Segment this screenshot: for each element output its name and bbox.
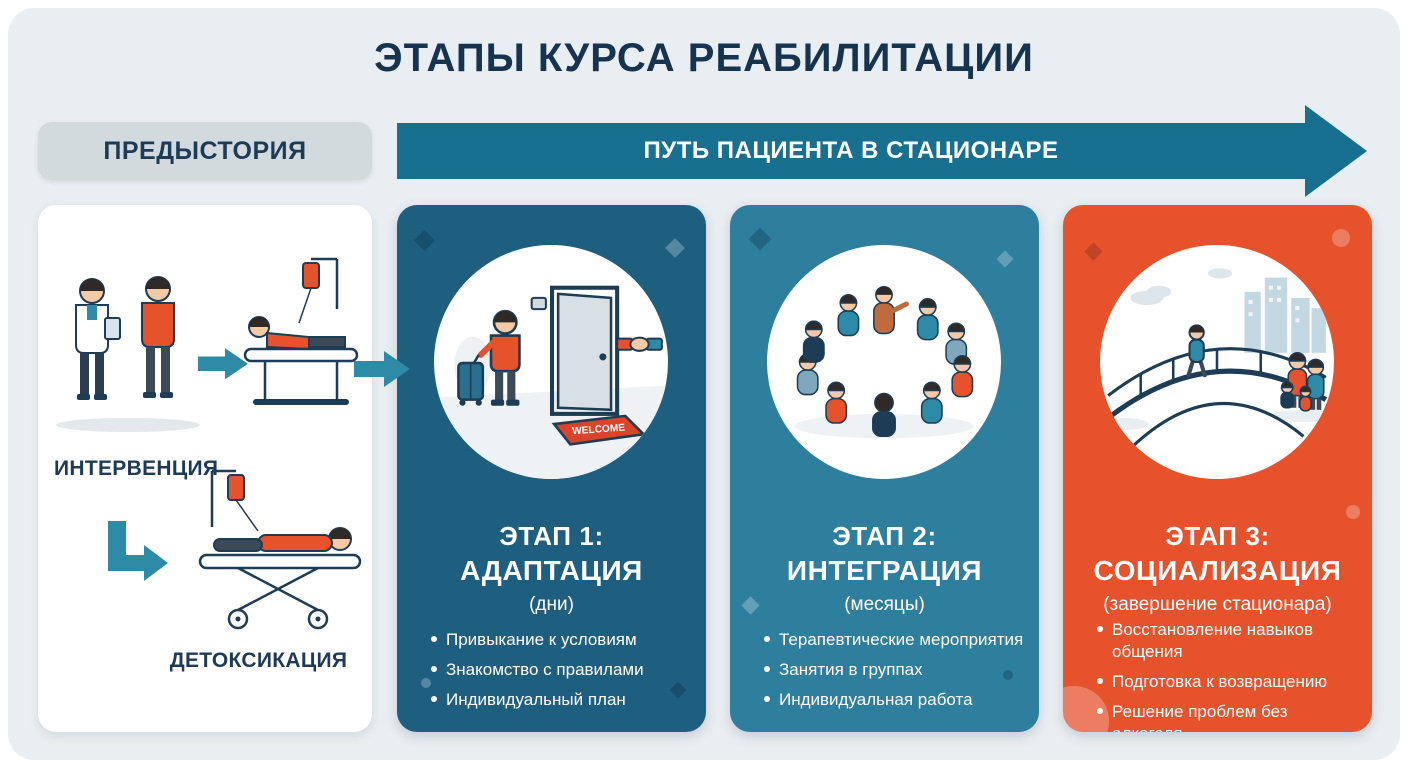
bridge-to-society-illustration — [1100, 268, 1334, 450]
prehistory-card: ИНТЕРВЕНЦИЯ ДЕТОК — [38, 205, 372, 732]
bullet-item: Занятия в группах — [762, 659, 1029, 681]
bullet-item: Индивидуальная работа — [762, 689, 1029, 711]
bullet-item: Решение проблем без алкоголя — [1095, 701, 1362, 732]
intervention-label: ИНТЕРВЕНЦИЯ — [54, 457, 219, 480]
infographic-canvas: ЭТАПЫ КУРСА РЕАБИЛИТАЦИИ ПРЕДЫСТОРИЯ ПУТ… — [8, 8, 1400, 760]
welcome-mat-text: WELCOME — [572, 423, 626, 438]
stage-bullet-list: Восстановление навыков общения Подготовк… — [1095, 619, 1362, 732]
stage-number: ЭТАП 1: — [499, 521, 604, 551]
bent-down-right-arrow-icon — [100, 521, 170, 587]
stage-illustration-circle — [767, 245, 1001, 479]
iv-gurney-illustration — [188, 467, 370, 637]
decorative-diamond — [413, 229, 436, 252]
group-therapy-illustration — [794, 285, 974, 439]
decorative-diamond — [748, 227, 772, 251]
banner-arrow-head-icon — [1305, 105, 1367, 197]
decorative-dot — [1346, 505, 1360, 519]
stage-name: АДАПТАЦИЯ — [460, 555, 643, 586]
stage-illustration-circle — [1100, 245, 1334, 479]
bullet-item: Индивидуальный план — [429, 689, 696, 711]
stage-bullet-list: Терапевтические мероприятия Занятия в гр… — [762, 629, 1029, 719]
stage-name: ИНТЕГРАЦИЯ — [786, 555, 983, 586]
bullet-item: Восстановление навыков общения — [1095, 619, 1362, 663]
patient-path-banner-text: ПУТЬ ПАЦИЕНТА В СТАЦИОНАРЕ — [643, 137, 1059, 164]
bullet-item: Привыкание к условиям — [429, 629, 696, 651]
stage-duration: (дни) — [529, 594, 574, 615]
handshake-icon — [616, 336, 663, 352]
patient-path-banner: ПУТЬ ПАЦИЕНТА В СТАЦИОНАРЕ — [397, 105, 1367, 197]
stage-duration: (месяцы) — [844, 594, 925, 615]
flow-arrow-icon — [354, 348, 412, 390]
decorative-dot — [1003, 670, 1013, 680]
prehistory-header-label: ПРЕДЫСТОРИЯ — [38, 122, 372, 180]
stage-number: ЭТАП 3: — [1165, 521, 1270, 551]
arrival-at-door-illustration: WELCOME — [434, 285, 668, 479]
stage-duration: (завершение стационара) — [1103, 594, 1332, 615]
stage-heading: ЭТАП 1: АДАПТАЦИЯ (дни) — [397, 521, 706, 616]
stage-name: СОЦИАЛИЗАЦИЯ — [1093, 555, 1342, 586]
stage-card-integration: ЭТАП 2: ИНТЕГРАЦИЯ (месяцы) Терапевтичес… — [730, 205, 1039, 732]
stage-heading: ЭТАП 3: СОЦИАЛИЗАЦИЯ (завершение стацион… — [1063, 521, 1372, 616]
decorative-diamond — [996, 250, 1014, 268]
stage-heading: ЭТАП 2: ИНТЕГРАЦИЯ (месяцы) — [730, 521, 1039, 616]
decorative-dot — [421, 678, 431, 688]
bullet-item: Терапевтические мероприятия — [762, 629, 1029, 651]
page-title: ЭТАПЫ КУРСА РЕАБИЛИТАЦИИ — [374, 36, 1034, 80]
decorative-diamond — [1084, 242, 1103, 261]
decorative-dot — [1332, 229, 1350, 247]
doctor-patient-illustration — [50, 263, 205, 435]
stage-bullet-list: Привыкание к условиям Знакомство с прави… — [429, 629, 696, 719]
bullet-item: Подготовка к возвращению — [1095, 671, 1362, 693]
stage-illustration-circle: WELCOME — [434, 245, 668, 479]
iv-recliner-illustration — [241, 253, 363, 429]
stage-card-socialization: ЭТАП 3: СОЦИАЛИЗАЦИЯ (завершение стацион… — [1063, 205, 1372, 732]
right-arrow-icon — [198, 345, 250, 381]
detox-label: ДЕТОКСИКАЦИЯ — [169, 649, 348, 672]
stage-number: ЭТАП 2: — [832, 521, 937, 551]
stage-card-adaptation: WELCOME — [397, 205, 706, 732]
prehistory-header-text: ПРЕДЫСТОРИЯ — [103, 136, 307, 165]
decorative-diamond — [665, 238, 685, 258]
bullet-item: Знакомство с правилами — [429, 659, 696, 681]
